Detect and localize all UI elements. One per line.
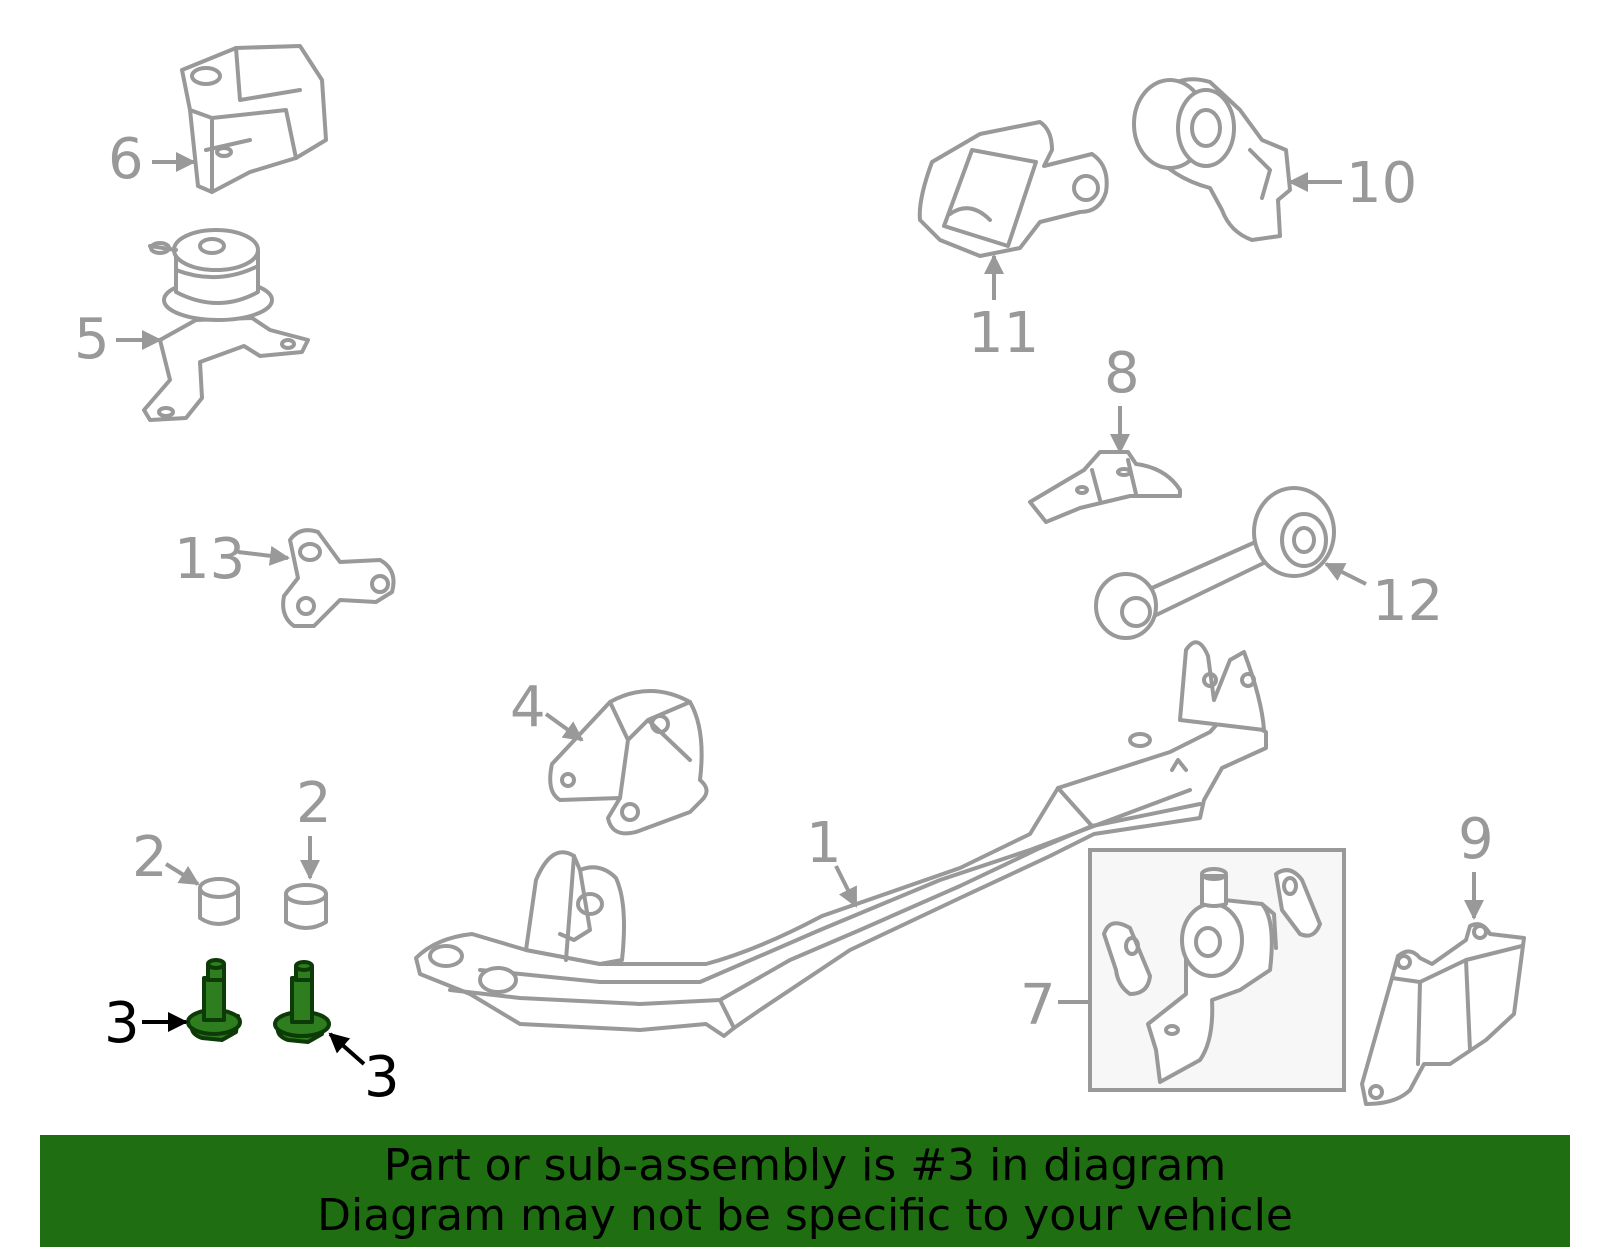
callout-10: 10 bbox=[1346, 151, 1417, 216]
callout-3b: 3 bbox=[364, 1045, 400, 1110]
part-8-plate[interactable] bbox=[1028, 450, 1182, 524]
callout-1: 1 bbox=[806, 811, 842, 876]
callout-3a: 3 bbox=[104, 991, 140, 1056]
callout-6: 6 bbox=[108, 127, 144, 192]
info-banner: Part or sub-assembly is #3 in diagram Di… bbox=[40, 1135, 1570, 1247]
callout-12: 12 bbox=[1372, 569, 1443, 634]
callout-2a: 2 bbox=[132, 825, 168, 890]
callout-5: 5 bbox=[74, 307, 110, 372]
part-12-torque-rod[interactable] bbox=[1094, 486, 1336, 640]
part-7-mount[interactable] bbox=[1102, 867, 1322, 1084]
leader-12 bbox=[1324, 562, 1367, 586]
leader-3b bbox=[328, 1032, 366, 1066]
leader-13 bbox=[237, 545, 290, 566]
callout-9: 9 bbox=[1458, 807, 1494, 872]
leader-2a bbox=[164, 862, 200, 886]
callout-2b: 2 bbox=[296, 771, 332, 836]
leader-4 bbox=[544, 712, 584, 742]
banner-line-1: Part or sub-assembly is #3 in diagram bbox=[383, 1140, 1227, 1191]
banner-line-2: Diagram may not be specific to your vehi… bbox=[317, 1190, 1293, 1241]
callout-7: 7 bbox=[1020, 973, 1056, 1038]
part-1-crossmember[interactable] bbox=[414, 640, 1268, 1038]
callout-11: 11 bbox=[968, 301, 1039, 366]
callout-4: 4 bbox=[510, 675, 546, 740]
leader-1 bbox=[834, 865, 858, 908]
callout-13: 13 bbox=[174, 527, 245, 592]
callout-8: 8 bbox=[1104, 341, 1140, 406]
part-6-mount[interactable] bbox=[180, 44, 328, 194]
part-3-bolt-a[interactable] bbox=[186, 958, 242, 1042]
part-10-mount[interactable] bbox=[1132, 77, 1292, 242]
part-4-bracket[interactable] bbox=[548, 689, 709, 836]
part-9-bracket[interactable] bbox=[1360, 922, 1526, 1106]
part-13-bracket[interactable] bbox=[281, 528, 396, 628]
part-5-mount[interactable] bbox=[142, 228, 310, 422]
part-11-bracket[interactable] bbox=[917, 120, 1109, 258]
part-3-bolt-b[interactable] bbox=[273, 960, 331, 1044]
part-2-spacer-a[interactable] bbox=[198, 877, 240, 926]
part-2-spacer-b[interactable] bbox=[284, 883, 328, 930]
